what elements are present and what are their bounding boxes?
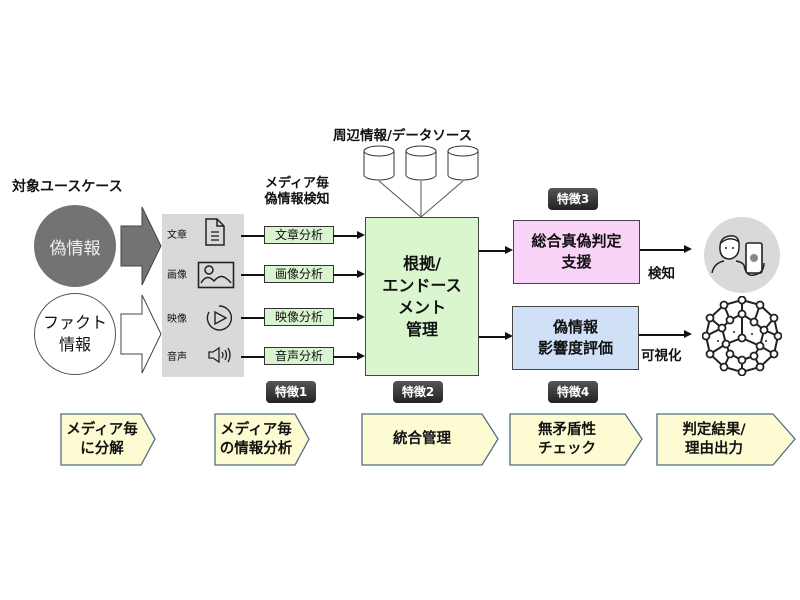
arrowhead [684, 245, 692, 253]
step-shape [656, 413, 796, 466]
image-icon [197, 261, 235, 289]
step-shape [60, 413, 156, 466]
truth-judgment-support-box: 総合真偽判定 支援 [513, 220, 640, 284]
media-detection-title-line1: メディア毎 [264, 176, 330, 191]
connector-line [640, 249, 684, 251]
central-line: メント [397, 297, 446, 317]
database-icon [447, 145, 479, 181]
step-line: 統合管理 [393, 431, 451, 447]
connector-line [333, 235, 357, 237]
arrowhead [357, 313, 365, 321]
image-analysis-box: 画像分析 [264, 265, 334, 283]
step-text: 判定結果/理由出力 [656, 413, 772, 466]
connector-line [333, 274, 357, 276]
fake-info-label: 偽情報 [49, 238, 101, 259]
media-detection-title-line2: 偽情報検知 [264, 192, 330, 207]
central-line: 根拠/ [403, 253, 441, 273]
fact-info-arrow [120, 294, 162, 374]
impact-evaluation-box: 偽情報 影響度評価 [512, 306, 639, 370]
step-text: メディア毎に分解 [60, 413, 144, 466]
step-shape [214, 413, 310, 466]
step-line: メディア毎 [220, 421, 292, 438]
step-line: メディア毎 [66, 421, 138, 438]
step-line: に分解 [80, 440, 124, 457]
connector-line [241, 235, 265, 237]
truth-judgment-line: 支援 [561, 253, 592, 271]
arrowhead [357, 352, 365, 360]
detect-label: 検知 [648, 266, 675, 282]
media-panel [162, 214, 244, 377]
impact-evaluation-text: 偽情報 影響度評価 [538, 317, 613, 359]
network-graph-icon [702, 296, 782, 376]
step-shape [509, 413, 643, 466]
use-case-title: 対象ユースケース [12, 179, 123, 195]
arrowhead [357, 231, 365, 239]
step-line: 理由出力 [684, 440, 743, 457]
audio-analysis-box: 音声分析 [264, 347, 334, 365]
media-label-image: 画像 [167, 270, 187, 281]
connector-line [479, 336, 505, 338]
step-line: 判定結果/ [682, 421, 746, 438]
fact-info-label: ファクト情報 [43, 312, 107, 356]
database-icon [363, 145, 395, 181]
truth-judgment-line: 総合真偽判定 [531, 232, 622, 250]
step-line: 無矛盾性 [538, 421, 596, 438]
text-analysis-box: 文章分析 [264, 226, 334, 244]
data-sources-title: 周辺情報/データソース [333, 128, 473, 144]
play-icon [206, 305, 233, 331]
connector-line [333, 317, 357, 319]
fact-info-line1: ファクト [42, 313, 107, 332]
video-analysis-box: 映像分析 [264, 308, 334, 326]
central-line: エンドース [382, 275, 462, 295]
feature-badge-3: 特徴3 [548, 188, 598, 210]
step-text: メディア毎の情報分析 [214, 413, 298, 466]
process-step-3: 統合管理 [361, 413, 499, 466]
arrowhead [505, 246, 513, 254]
step-shape [361, 413, 499, 466]
document-icon [205, 218, 225, 246]
fact-info-line2: 情報 [58, 335, 91, 354]
feature-badge-2: 特徴2 [393, 381, 443, 403]
connector-line [639, 334, 684, 336]
process-step-5: 判定結果/理由出力 [656, 413, 796, 466]
process-step-2: メディア毎の情報分析 [214, 413, 310, 466]
step-text: 統合管理 [361, 413, 483, 466]
step-line: チェック [538, 440, 596, 457]
truth-judgment-text: 総合真偽判定 支援 [531, 231, 621, 273]
connector-line [241, 356, 265, 358]
arrowhead [684, 330, 692, 338]
person-smartphone-icon [704, 217, 780, 293]
connector-line [241, 317, 265, 319]
media-label-audio: 音声 [167, 352, 187, 363]
feature-badge-4: 特徴4 [548, 381, 598, 403]
feature-badge-1: 特徴1 [266, 381, 316, 403]
arrowhead [505, 332, 513, 340]
fake-info-circle: 偽情報 [34, 205, 116, 287]
arrowhead [357, 270, 365, 278]
process-step-1: メディア毎に分解 [60, 413, 156, 466]
fake-info-arrow [120, 206, 162, 286]
step-line: の情報分析 [219, 440, 293, 457]
impact-evaluation-line: 影響度評価 [537, 339, 613, 357]
media-label-video: 映像 [167, 314, 187, 325]
media-detection-title: メディア毎 偽情報検知 [257, 176, 337, 208]
impact-evaluation-line: 偽情報 [552, 318, 598, 336]
central-line: 管理 [405, 319, 438, 339]
database-group [363, 145, 479, 218]
connector-line [479, 250, 505, 252]
connector-line [241, 274, 265, 276]
central-text: 根拠/ エンドース メント 管理 [382, 253, 461, 341]
step-text: 無矛盾性チェック [509, 413, 625, 466]
connector-line [333, 356, 357, 358]
process-step-4: 無矛盾性チェック [509, 413, 643, 466]
speaker-icon [208, 346, 231, 364]
database-icon [405, 145, 437, 181]
visualize-label: 可視化 [641, 348, 682, 364]
fact-info-circle: ファクト情報 [34, 293, 116, 375]
evidence-endorsement-management-box: 根拠/ エンドース メント 管理 [365, 217, 479, 376]
media-label-text: 文章 [167, 230, 187, 241]
